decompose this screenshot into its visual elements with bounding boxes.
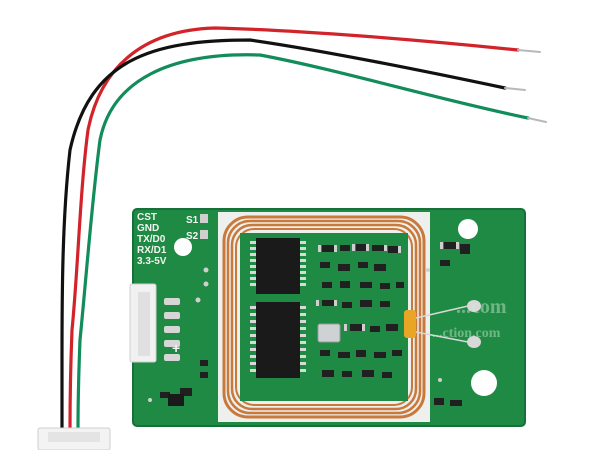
pin-label-gnd: GND: [137, 223, 160, 234]
led-pads: [200, 214, 208, 239]
wire-bundle: [60, 26, 547, 432]
transistor: [168, 394, 184, 406]
green-wire-tip: [527, 117, 547, 123]
smd-components: [160, 242, 470, 406]
ic-lower: [250, 302, 306, 378]
green-wire: [76, 53, 530, 432]
header-pads: [164, 298, 180, 361]
ic-upper: [250, 238, 306, 294]
red-wire: [68, 26, 520, 432]
red-wire-tip: [517, 49, 541, 53]
coil-lead-pad-bottom: [467, 336, 481, 348]
pin-label-rx: RX/D1: [137, 245, 167, 256]
crystal: [317, 323, 341, 343]
coil-lead-pad-top: [467, 300, 481, 312]
coil-capacitor: [404, 310, 416, 338]
watermark-line-1: ...com: [456, 296, 507, 318]
pin-label-vcc: 3.3-5V: [137, 256, 167, 267]
mounting-hole-top-right: [458, 219, 478, 239]
vias: [148, 267, 442, 402]
pin-label-cst: CST: [137, 212, 157, 223]
pin-label-tx: TX/D0: [137, 234, 166, 245]
mounting-hole-bottom-right: [471, 370, 497, 396]
watermark-line-2: ...ction.com: [432, 326, 501, 341]
pcb-board: [129, 208, 526, 427]
board-header-connector: [129, 283, 157, 363]
wire-connector: [37, 427, 111, 450]
status-label-s2: S2: [186, 231, 199, 242]
smd-pads: [316, 242, 459, 331]
black-wire-tip: [504, 87, 526, 91]
mounting-hole-left: [174, 238, 192, 256]
status-label-s1: S1: [186, 215, 199, 226]
polarity-plus: +: [172, 340, 181, 356]
black-wire: [60, 38, 507, 432]
